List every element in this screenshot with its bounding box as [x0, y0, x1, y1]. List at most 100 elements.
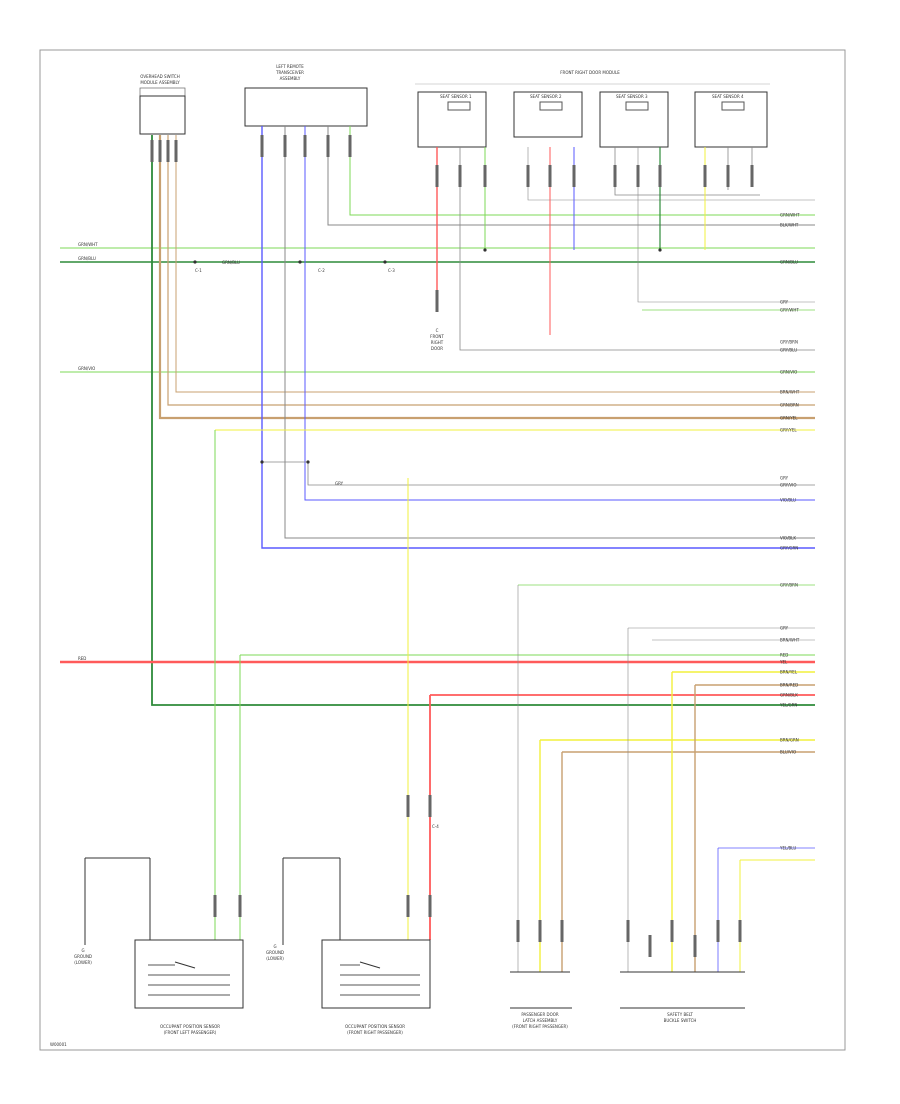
terminal-41	[526, 165, 530, 187]
footer-code: W00001	[50, 1042, 67, 1047]
ground2-label1: G	[273, 944, 276, 949]
right-label-9: GRN/BRN	[780, 403, 799, 408]
splice-96	[483, 248, 487, 252]
right-label-4: GRY/WHT	[780, 308, 799, 313]
left-label-3: RED	[78, 656, 86, 661]
terminal-8	[150, 140, 154, 162]
wire-7	[175, 135, 815, 393]
right-label-6: GRY/BLU	[780, 348, 797, 353]
right-label-22: BRN/YEL	[780, 670, 798, 675]
ground2-label2: GROUND	[266, 950, 284, 955]
right-label-7: GRN/VIO	[780, 370, 797, 375]
terminal-86	[648, 935, 652, 957]
wire-33	[637, 147, 815, 303]
terminal-39	[458, 165, 462, 187]
terminal-62	[428, 795, 432, 817]
right-label-18: GRY	[780, 626, 789, 631]
right-label-24: GRN/BLK	[780, 693, 798, 698]
terminal-38	[435, 165, 439, 187]
terminal-43	[572, 165, 576, 187]
conn-mid-label1: C	[436, 328, 439, 333]
terminal-61	[406, 795, 410, 817]
wire-14	[304, 126, 815, 501]
comp-a-label2: MODULE ASSEMBLY	[140, 80, 180, 85]
left-label-0: GRN/WHT	[78, 242, 98, 247]
terminal-11	[174, 140, 178, 162]
terminal-26	[435, 290, 439, 312]
ground1-label2: GROUND	[74, 954, 92, 959]
wire-29	[527, 147, 815, 201]
right-label-17: GRY/BRN	[780, 583, 798, 588]
bottom2-label1: OCCUPANT POSITION SENSOR	[345, 1024, 405, 1029]
sensor3-label: SEAT SENSOR 3	[616, 94, 648, 99]
wire-4	[151, 135, 815, 706]
mid-label-3: C-2	[318, 268, 325, 273]
left-label-1: GRN/BLU	[78, 256, 96, 261]
sensor1-label: SEAT SENSOR 1	[440, 94, 472, 99]
mid-label-1: C-1	[195, 268, 202, 273]
terminal-45	[636, 165, 640, 187]
right-label-25: YEL/GRN	[779, 703, 797, 708]
sensor2-label: SEAT SENSOR 2	[530, 94, 562, 99]
sensor-group-label: FRONT RIGHT DOOR MODULE	[560, 70, 620, 75]
comp-b-label1: LEFT REMOTE	[276, 64, 304, 69]
ground1-label1: G	[81, 948, 84, 953]
right-label-11: GRY/YEL	[780, 428, 797, 433]
bottom4-label2: BUCKLE SWITCH	[664, 1018, 697, 1023]
component-bottom-mid: G GROUND (LOWER) OCCUPANT POSITION SENSO…	[266, 857, 431, 1035]
right-label-12: GRY	[780, 476, 789, 481]
left-labels-layer: GRN/WHT GRN/BLU GRN/VIO RED	[78, 242, 98, 661]
terminal-46	[658, 165, 662, 187]
wire-12	[261, 126, 815, 549]
left-label-2: GRN/VIO	[78, 366, 95, 371]
terminal-47	[703, 165, 707, 187]
right-label-14: VIO/BLU	[780, 498, 796, 503]
wire-13	[284, 126, 815, 539]
mid-label-4: C-3	[388, 268, 395, 273]
right-label-1: BLK/WHT	[780, 223, 799, 228]
component-bottom-right2: SAFETY BELT BUCKLE SWITCH	[620, 971, 745, 1023]
right-label-21: YEL	[779, 660, 788, 665]
terminal-21	[348, 135, 352, 157]
terminal-40	[483, 165, 487, 187]
component-bottom-right1: PASSENGER DOOR LATCH ASSEMBLY (FRONT RIG…	[510, 971, 572, 1029]
component-left-remote: LEFT REMOTE TRANSCEIVER ASSEMBLY	[244, 64, 368, 127]
terminal-63	[406, 895, 410, 917]
terminal-20	[326, 135, 330, 157]
component-sensor-group: FRONT RIGHT DOOR MODULE SEAT SENSOR 1 SE…	[415, 70, 770, 148]
mid-label-5: C-4	[432, 824, 439, 829]
wire-6	[167, 135, 815, 406]
diagram-frame	[39, 49, 846, 1051]
terminal-59	[213, 895, 217, 917]
component-bottom-left: G GROUND (LOWER) OCCUPANT POSITION SENSO…	[74, 857, 244, 1035]
connector-mid: C FRONT RIGHT DOOR	[430, 328, 444, 351]
bottom1-label1: OCCUPANT POSITION SENSOR	[160, 1024, 220, 1029]
conn-mid-label2: FRONT	[430, 334, 444, 339]
splice-94	[260, 460, 264, 464]
splice-92	[298, 260, 302, 264]
splice-93	[383, 260, 387, 264]
terminal-90	[738, 920, 742, 942]
comp-a-label1: OVERHEAD SWITCH	[140, 74, 179, 79]
right-label-3: GRY	[780, 300, 789, 305]
conn-mid-label3: RIGHT	[431, 340, 444, 345]
wires-layer	[60, 126, 815, 972]
right-label-20: RED	[780, 653, 788, 658]
bottom3-label1: PASSENGER DOOR	[521, 1012, 559, 1017]
sensor4-label: SEAT SENSOR 4	[712, 94, 744, 99]
terminal-18	[283, 135, 287, 157]
splice-91	[193, 260, 197, 264]
bottom3-label3: (FRONT RIGHT PASSENGER)	[512, 1024, 568, 1029]
comp-b-label3: ASSEMBLY	[280, 76, 301, 81]
bottom1-label2: (FRONT LEFT PASSENGER)	[164, 1030, 217, 1035]
terminal-48	[726, 165, 730, 187]
right-label-28: YEL/BLU	[779, 846, 796, 851]
right-label-5: GRY/BRN	[780, 340, 798, 345]
terminal-44	[613, 165, 617, 187]
bottom2-label2: (FRONT RIGHT PASSENGER)	[347, 1030, 403, 1035]
conn-mid-label4: DOOR	[431, 346, 443, 351]
terminal-73	[560, 920, 564, 942]
bottom4-label1: SAFETY BELT	[667, 1012, 693, 1017]
right-label-0: GRN/WHT	[780, 213, 800, 218]
terminal-10	[166, 140, 170, 162]
